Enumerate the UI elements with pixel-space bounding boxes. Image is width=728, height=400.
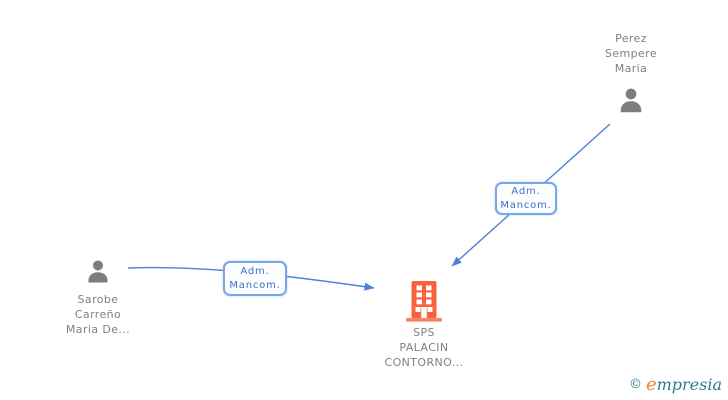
logo-brand-initial: e xyxy=(645,374,657,395)
person-icon xyxy=(620,88,642,113)
building-icon xyxy=(406,281,442,322)
edge-label-text: Adm. Mancom. xyxy=(229,265,281,291)
edge-label-text: Adm. Mancom. xyxy=(500,185,552,211)
edge-label-adm-mancom-left: Adm. Mancom. xyxy=(223,261,287,296)
copyright-icon: © xyxy=(628,377,642,392)
node-person-perez[interactable]: Perez Sempere Maria xyxy=(561,31,701,116)
empresia-logo: ©empresia xyxy=(629,374,722,395)
node-person-sarobe[interactable]: Sarobe Carreño Maria De... xyxy=(33,258,163,337)
edge-label-adm-mancom-right: Adm. Mancom. xyxy=(495,182,557,215)
node-company-sps-palacin[interactable]: SPS PALACIN CONTORNO... xyxy=(349,280,499,370)
node-label-sarobe: Sarobe Carreño Maria De... xyxy=(65,293,131,336)
node-label-company: SPS PALACIN CONTORNO... xyxy=(384,326,464,369)
node-label-perez: Perez Sempere Maria xyxy=(604,32,658,75)
person-icon xyxy=(88,260,108,283)
logo-brand-rest: mpresia xyxy=(656,375,722,394)
